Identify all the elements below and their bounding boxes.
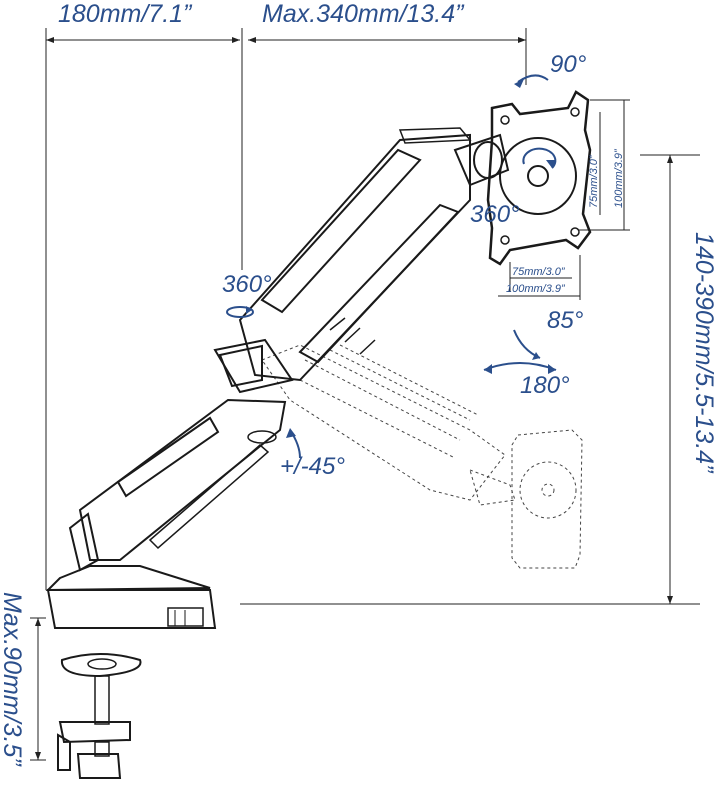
vesa-plate <box>486 90 592 266</box>
clamp-offset-label: 180mm/7.1” <box>58 0 193 28</box>
rotation-arrows <box>226 74 557 459</box>
vesa-h-small-label: 75mm/3.0” <box>512 266 566 278</box>
reach-label: Max.340mm/13.4” <box>262 0 465 28</box>
vesa-v-large-label: 100mm/3.9” <box>613 148 625 208</box>
plate-spin-label: 360° <box>470 201 520 228</box>
plate-rotate-label: 90° <box>550 51 587 78</box>
vesa-h-large-label: 100mm/3.9” <box>506 283 566 295</box>
height-range-label: 140-390mm/5.5-13.4” <box>690 232 718 474</box>
clamp-thickness-label: Max.90mm/3.5” <box>0 592 26 767</box>
arm-assembly <box>68 127 510 572</box>
vesa-v-small-label: 75mm/3.0” <box>588 154 600 208</box>
arm-swivel-label: 360° <box>222 271 272 298</box>
tilt-label: 85° <box>547 307 584 334</box>
pan-label: 180° <box>520 372 570 399</box>
lowered-arm-outline <box>261 344 583 569</box>
dimension-lines <box>30 28 700 761</box>
desk-clamp <box>45 565 217 779</box>
elbow-label: +/-45° <box>280 453 345 480</box>
